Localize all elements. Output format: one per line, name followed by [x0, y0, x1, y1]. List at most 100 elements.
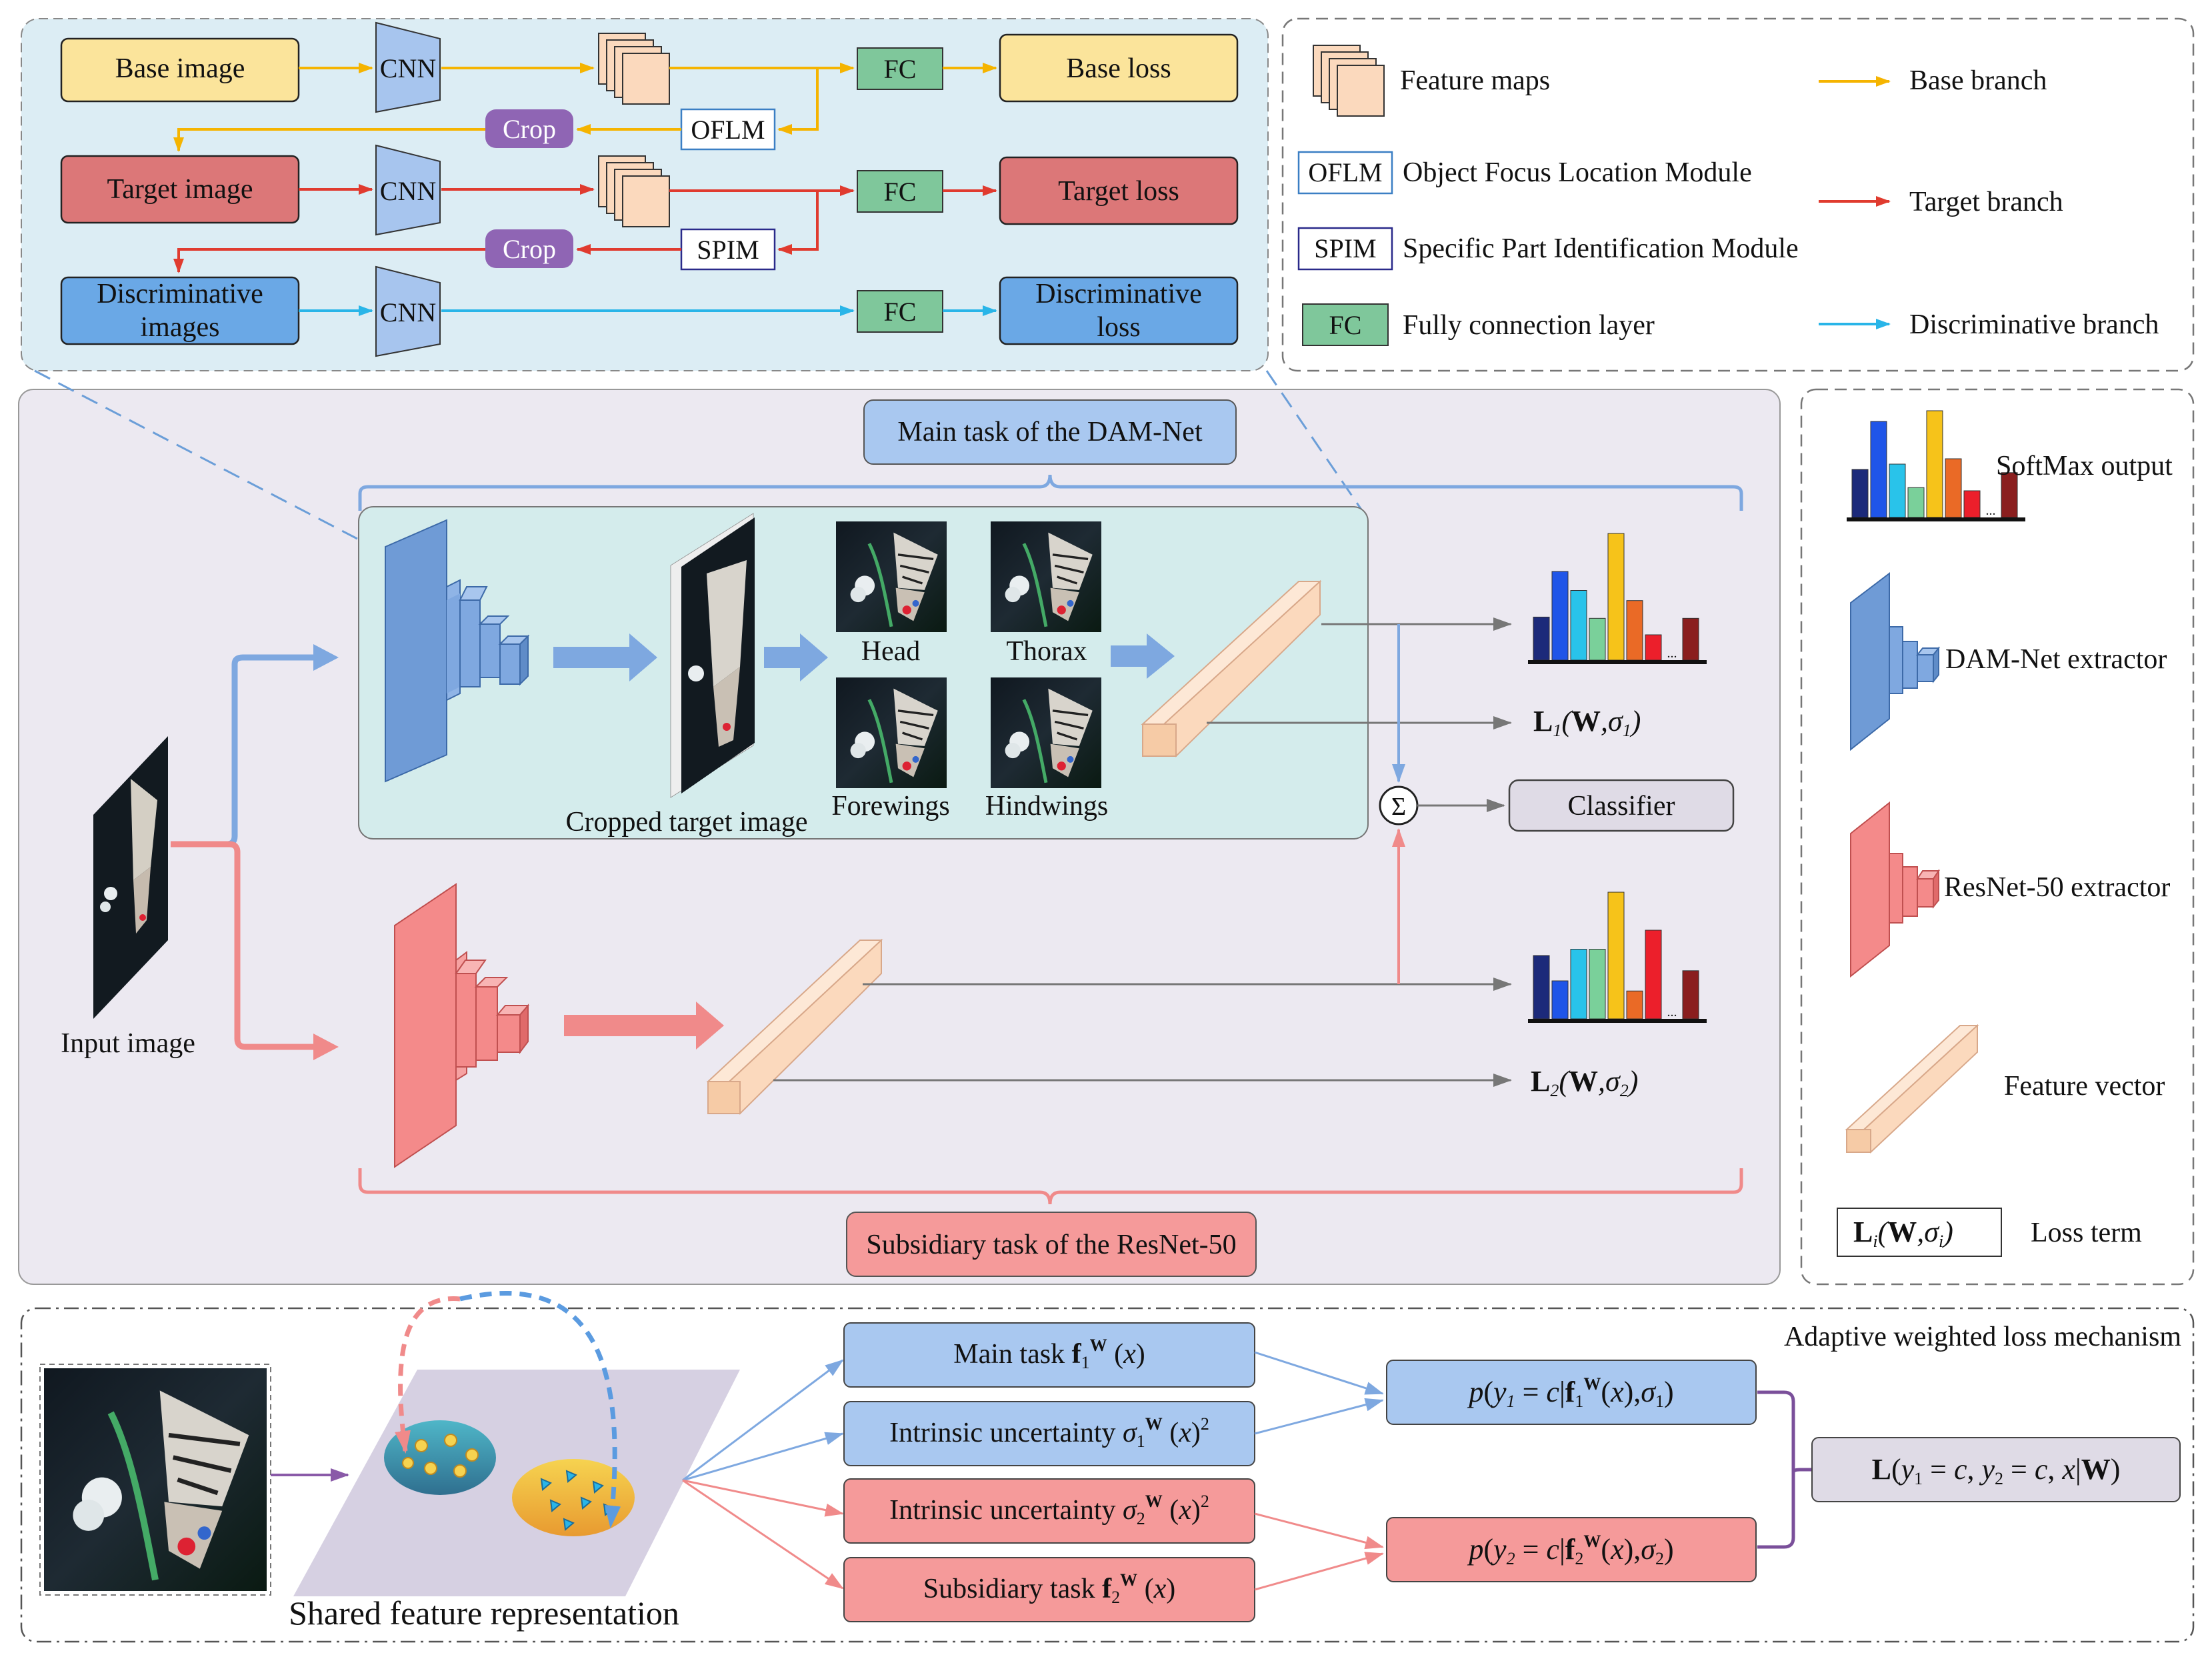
discriminative-loss-label-2: loss	[1097, 312, 1140, 343]
main-task-brace	[358, 474, 1743, 511]
legend-spim-key: SPIM	[1314, 233, 1376, 263]
prob-y1-box	[1386, 1360, 1757, 1425]
spim-box	[680, 228, 776, 271]
cluster-2-points	[540, 1470, 615, 1531]
feature-maps-target	[598, 155, 670, 227]
part-label-head: Head	[861, 636, 921, 667]
oflm-box	[680, 108, 776, 151]
softmax-bar	[1589, 949, 1606, 1020]
softmax-bar	[1963, 490, 1981, 518]
combine-bracket-stub	[1791, 1468, 1812, 1473]
fc-label-discriminative: FC	[884, 297, 917, 327]
input-image	[93, 736, 168, 1019]
legend-fc-box	[1302, 303, 1389, 346]
intrinsic-uncertainty-1-formula: Intrinsic uncertainty σ1W (x)2	[889, 1414, 1209, 1451]
legend-target-branch: Target branch	[1909, 187, 2063, 217]
target-image-label: Target image	[107, 174, 253, 205]
subsidiary-task-label: Subsidiary task of the ResNet-50	[866, 1230, 1236, 1260]
legend-resnet-extractor-icon	[1850, 801, 1940, 978]
resnet-extractor-icon	[394, 883, 530, 1168]
classifier-label: Classifier	[1568, 791, 1675, 821]
legend-feature-vector-icon	[1845, 1024, 1979, 1154]
softmax-bar	[1870, 421, 1887, 518]
sum-symbol: Σ	[1391, 793, 1406, 821]
discriminative-images-label-2: images	[141, 312, 220, 343]
softmax-output-bottom: ...	[1528, 892, 1707, 1023]
target-loss-box	[999, 156, 1239, 225]
softmax-bar	[1626, 600, 1643, 661]
base-image-box	[60, 37, 300, 103]
legend-discriminative-branch: Discriminative branch	[1909, 309, 2159, 340]
svg-text:CNN: CNN	[380, 297, 436, 327]
legend-fc-desc: Fully connection layer	[1403, 310, 1655, 341]
part-label-hindwings: Hindwings	[985, 791, 1108, 821]
main-task-label: Main task of the DAM-Net	[897, 417, 1203, 447]
softmax-bar	[1551, 980, 1569, 1020]
discriminative-loss-box	[999, 276, 1239, 345]
final-loss-box	[1811, 1437, 2181, 1502]
fc-box-discriminative	[857, 290, 943, 333]
softmax-bar	[1589, 617, 1606, 661]
legend-loss-term-formula: Li(W,σi)	[1853, 1216, 1953, 1251]
arrow-to-feature-vector-dam	[1111, 633, 1175, 679]
softmax-bar	[1626, 990, 1643, 1020]
bottom-panel: Adaptive weighted loss mechanism Shared …	[20, 1290, 2195, 1643]
cluster-1-points	[402, 1434, 479, 1478]
softmax-bar	[1570, 590, 1587, 661]
main-task-label-box	[863, 399, 1237, 465]
fc-label-target: FC	[884, 177, 917, 207]
crop-box-2	[485, 229, 573, 268]
zoom-line-left	[34, 369, 358, 540]
softmax-bar	[1926, 410, 1943, 518]
legend-spim-box	[1297, 227, 1393, 271]
legend-dam-extractor-label: DAM-Net extractor	[1945, 644, 2167, 675]
tasks-to-prob-arrows	[1254, 1351, 1384, 1591]
input-image-label: Input image	[61, 1028, 195, 1059]
bottom-photo	[44, 1368, 267, 1591]
softmax-ellipsis: ...	[1667, 1005, 1677, 1020]
main-task-formula: Main task f1W (x)	[953, 1336, 1145, 1372]
cnn-block-target: CNN	[375, 144, 441, 236]
part-image-forewings	[836, 677, 947, 788]
loss2-formula: L2(W,σ2)	[1531, 1065, 1638, 1100]
arrow-to-feature-vector-resnet	[564, 1002, 724, 1050]
top-legend: Feature maps OFLM Object Focus Location …	[1281, 17, 2195, 372]
right-legend-frame	[1800, 388, 2195, 1286]
target-loss-label: Target loss	[1058, 176, 1179, 207]
discriminative-images-label-1: Discriminative	[97, 279, 263, 309]
classifier-box	[1508, 779, 1735, 832]
svg-text:L1(W,σ1): L1(W,σ1)	[1533, 705, 1641, 740]
discriminative-loss-label-1: Discriminative	[1035, 279, 1202, 309]
legend-feature-vector-label: Feature vector	[2004, 1071, 2165, 1102]
softmax-bar	[1570, 949, 1587, 1020]
legend-dam-extractor-icon	[1850, 571, 1941, 751]
top-flow-panel: Base image Target image Discriminative i…	[21, 18, 1269, 371]
feature-cluster-1	[384, 1420, 496, 1495]
subsidiary-task-label-box	[846, 1212, 1257, 1277]
feature-vector-resnet	[706, 938, 883, 1115]
legend-resnet-extractor-label: ResNet-50 extractor	[1944, 872, 2170, 903]
subsidiary-task-brace	[358, 1168, 1743, 1205]
base-loss-label: Base loss	[1066, 53, 1171, 84]
fc-box-target	[857, 170, 943, 213]
svg-text:CNN: CNN	[380, 53, 436, 83]
base-branch-arrows	[173, 63, 997, 152]
softmax-bar	[1533, 616, 1550, 661]
cnn-block-base: CNN	[375, 21, 441, 113]
base-loss-box	[999, 33, 1239, 103]
legend-oflm-desc: Object Focus Location Module	[1403, 157, 1752, 188]
cnn-block-discriminative: CNN	[375, 265, 441, 357]
feature-vector-dam	[1141, 579, 1322, 757]
legend-feature-maps: Feature maps	[1400, 65, 1550, 96]
crop-label-1: Crop	[503, 114, 556, 144]
input-to-resnet-arrow	[171, 841, 313, 1050]
legend-loss-term-label: Loss term	[2031, 1218, 2142, 1248]
part-image-hindwings	[991, 677, 1101, 788]
bottom-title: Adaptive weighted loss mechanism	[1784, 1322, 2181, 1352]
softmax-ellipsis: ...	[1986, 503, 1996, 518]
feature-cluster-2	[512, 1459, 635, 1536]
legend-fc-key: FC	[1329, 310, 1362, 340]
cropped-target-image	[670, 513, 755, 798]
cropped-target-image-label: Cropped target image	[565, 807, 807, 838]
